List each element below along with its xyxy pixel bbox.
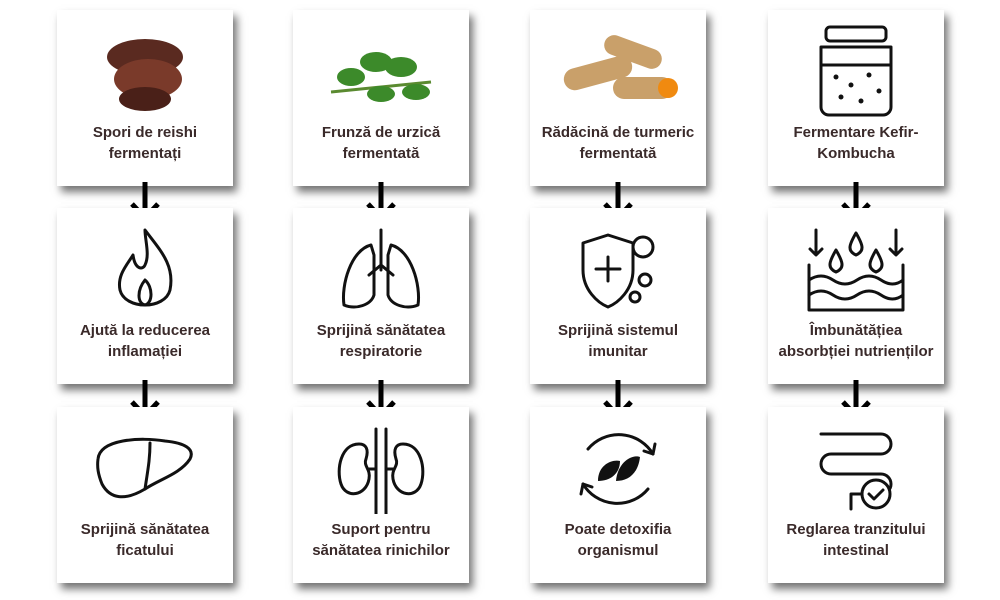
- nettle-leaf-icon: [321, 22, 441, 122]
- immune-shield-icon: [573, 220, 663, 320]
- liver-icon: [90, 419, 200, 519]
- diagram-card: Sprijină sănătatea ficatului: [57, 407, 233, 583]
- card-label: Reglarea tranzitului intestinal: [786, 521, 926, 559]
- diagram-card: Poate detoxifia organismul: [530, 407, 706, 583]
- card-label: Sprijină sănătatea respiratorie: [316, 322, 446, 360]
- card-label: Suport pentru sănătatea rinichilor: [312, 521, 450, 559]
- fire-icon: [105, 220, 185, 320]
- card-label: Poate detoxifia organismul: [564, 521, 672, 559]
- diagram-card: Reglarea tranzitului intestinal: [768, 407, 944, 583]
- diagram-card: Fermentare Kefir-Kombucha: [768, 10, 944, 186]
- card-label: Ajută la reducerea inflamației: [79, 322, 211, 360]
- card-label: Sprijină sistemul imunitar: [557, 322, 679, 360]
- kidneys-icon: [331, 419, 431, 519]
- diagram-card: Sprijină sistemul imunitar: [530, 208, 706, 384]
- card-label: Îmbunătățiea absorbției nutrienților: [778, 322, 934, 360]
- card-label: Spori de reishi fermentați: [92, 124, 198, 162]
- lungs-icon: [336, 220, 426, 320]
- turmeric-root-icon: [553, 22, 683, 122]
- diagram-card: Sprijină sănătatea respiratorie: [293, 208, 469, 384]
- reishi-mushroom-icon: [100, 22, 190, 122]
- card-label: Sprijină sănătatea ficatului: [80, 521, 210, 559]
- diagram-card: Rădăcină de turmeric fermentată: [530, 10, 706, 186]
- diagram-card: Îmbunătățiea absorbției nutrienților: [768, 208, 944, 384]
- intestine-icon: [806, 419, 906, 519]
- absorption-icon: [801, 220, 911, 320]
- diagram-card: Frunză de urzică fermentată: [293, 10, 469, 186]
- card-label: Rădăcină de turmeric fermentată: [541, 124, 695, 162]
- card-label: Fermentare Kefir-Kombucha: [793, 124, 919, 162]
- detox-leaf-icon: [568, 419, 668, 519]
- card-label: Frunză de urzică fermentată: [321, 124, 441, 162]
- diagram-card: Ajută la reducerea inflamației: [57, 208, 233, 384]
- diagram-card: Suport pentru sănătatea rinichilor: [293, 407, 469, 583]
- diagram-card: Spori de reishi fermentați: [57, 10, 233, 186]
- fermentation-jar-icon: [811, 22, 901, 122]
